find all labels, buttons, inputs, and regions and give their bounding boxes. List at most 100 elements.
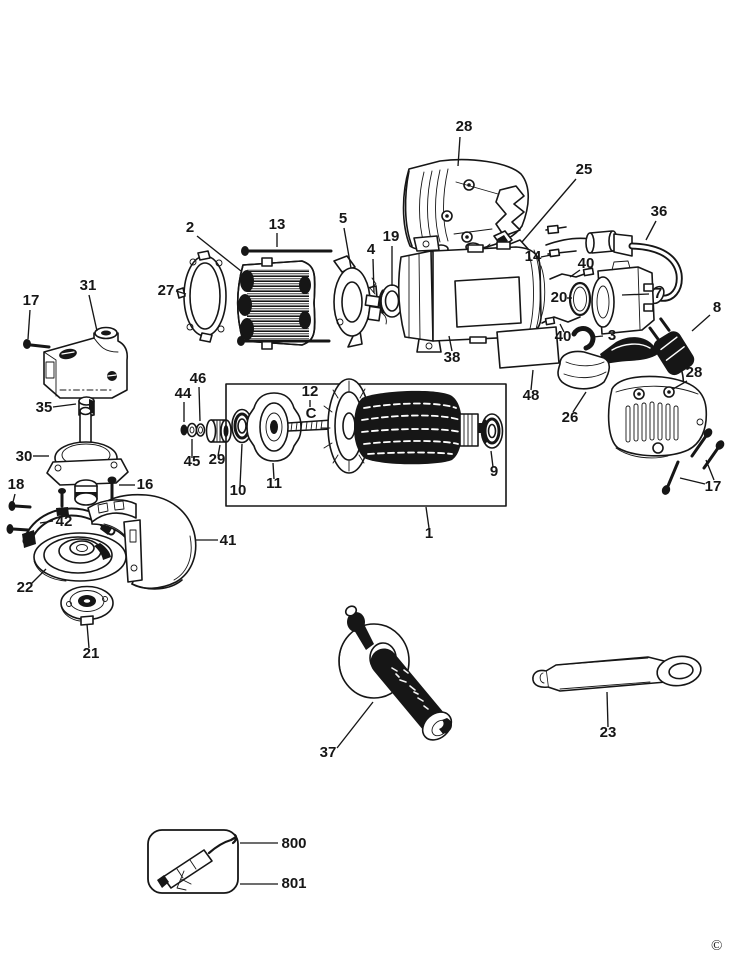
part-callout-26: 26 bbox=[562, 409, 579, 426]
leader-line-27 bbox=[175, 290, 187, 295]
part-callout-10: 10 bbox=[230, 482, 247, 499]
clamp-nut-21 bbox=[60, 585, 114, 626]
part-callout-23: 23 bbox=[600, 724, 617, 741]
part-callout-41: 41 bbox=[220, 532, 237, 549]
part-callout-5: 5 bbox=[339, 210, 347, 227]
leader-line-42 bbox=[39, 520, 54, 524]
part-callout-44: 44 bbox=[175, 385, 192, 402]
part-callout-1: 1 bbox=[425, 525, 433, 542]
leader-line-28 bbox=[672, 380, 688, 390]
part-callout-27: 27 bbox=[158, 282, 175, 299]
wheel-guard-41 bbox=[87, 493, 197, 590]
part-callout-35: 35 bbox=[36, 399, 53, 416]
part-callout-46: 46 bbox=[190, 370, 207, 387]
leader-line-35 bbox=[52, 403, 77, 408]
part-callout-18: 18 bbox=[8, 476, 25, 493]
wire-clip-3 bbox=[571, 326, 596, 351]
field-stator-2 bbox=[237, 257, 316, 350]
cover-screws-17 bbox=[661, 428, 725, 495]
leader-line-40 bbox=[569, 269, 581, 278]
leader-line-1 bbox=[425, 506, 430, 529]
leader-line-28 bbox=[457, 136, 461, 167]
part-callout-800: 800 bbox=[281, 835, 306, 852]
leader-lines bbox=[12, 136, 715, 885]
lead-wire-14 bbox=[547, 248, 577, 258]
backing-flange-22 bbox=[33, 532, 127, 582]
part-callout-14: 14 bbox=[525, 248, 542, 265]
leader-line-17 bbox=[679, 477, 706, 485]
part-callout-36: 36 bbox=[651, 203, 668, 220]
pinion-29 bbox=[205, 419, 232, 443]
part-callout-45: 45 bbox=[184, 453, 201, 470]
bearing-bracket-5 bbox=[333, 255, 378, 348]
power-cord-36 bbox=[545, 224, 683, 312]
gearcase-screw-17 bbox=[23, 339, 51, 349]
part-callout-21: 21 bbox=[83, 645, 100, 662]
leader-line-48 bbox=[530, 369, 534, 391]
leader-line-7 bbox=[621, 293, 650, 296]
through-bolts-13 bbox=[237, 246, 333, 346]
motor-end-cover-28 bbox=[607, 375, 708, 459]
part-callout-40: 40 bbox=[578, 255, 595, 272]
leader-line-11 bbox=[272, 462, 275, 480]
leader-line-37 bbox=[336, 701, 374, 749]
part-callout-2: 2 bbox=[186, 219, 194, 236]
part-callout-29: 29 bbox=[209, 451, 226, 468]
part-callout-C: C bbox=[306, 405, 317, 422]
part-callout-30: 30 bbox=[16, 448, 33, 465]
baffle-ring-27 bbox=[176, 250, 227, 343]
leader-line-10 bbox=[239, 443, 243, 487]
part-callout-42: 42 bbox=[56, 513, 73, 530]
leader-line-17 bbox=[27, 309, 31, 340]
leader-line-22 bbox=[30, 568, 47, 585]
part-callout-16: 16 bbox=[137, 476, 154, 493]
leader-line-4 bbox=[372, 258, 375, 294]
leader-line-14 bbox=[540, 254, 552, 258]
lock-lever-26 bbox=[557, 337, 658, 390]
part-callout-28: 28 bbox=[456, 118, 473, 135]
washers-44-45-46 bbox=[180, 422, 206, 438]
lead-wire-40-bottom bbox=[541, 316, 581, 326]
part-callout-25: 25 bbox=[576, 161, 593, 178]
wrench-23 bbox=[532, 655, 702, 692]
leader-line-46 bbox=[198, 386, 201, 422]
part-callout-37: 37 bbox=[320, 744, 337, 761]
screws-18 bbox=[6, 501, 32, 534]
part-callout-801: 801 bbox=[281, 875, 306, 892]
armature-assembly bbox=[287, 378, 487, 474]
nameplate-48 bbox=[496, 326, 560, 369]
leader-line-26 bbox=[572, 391, 587, 413]
leader-line-29 bbox=[217, 444, 221, 457]
part-callout-7: 7 bbox=[654, 285, 662, 302]
copyright-symbol: © bbox=[711, 938, 722, 954]
leader-line-8 bbox=[691, 314, 711, 332]
leader-line-38 bbox=[448, 335, 453, 352]
fan-baffle-11 bbox=[246, 392, 302, 462]
part-callout-20: 20 bbox=[551, 289, 568, 306]
leader-line-18 bbox=[12, 493, 16, 503]
part-callout-17: 17 bbox=[705, 478, 722, 495]
leader-line-40 bbox=[559, 323, 565, 333]
power-plug-8 bbox=[648, 317, 695, 396]
leader-line-5 bbox=[343, 227, 352, 269]
part-callout-12: 12 bbox=[302, 383, 319, 400]
part-callout-19: 19 bbox=[383, 228, 400, 245]
leader-line-9 bbox=[490, 450, 494, 468]
leader-line-23 bbox=[606, 691, 609, 728]
gear-case-31 bbox=[43, 326, 129, 399]
spindle-gear-assembly-30 bbox=[46, 406, 129, 508]
part-callout-40: 40 bbox=[555, 328, 572, 345]
lead-wire-40-top bbox=[549, 267, 595, 280]
bearing-9 bbox=[480, 413, 504, 449]
motor-housing-38 bbox=[397, 235, 546, 353]
leader-line-36 bbox=[645, 220, 657, 241]
part-callout-22: 22 bbox=[17, 579, 34, 596]
part-callout-48: 48 bbox=[523, 387, 540, 404]
part-callout-31: 31 bbox=[80, 277, 97, 294]
leader-line-21 bbox=[86, 623, 90, 649]
lubricant-kit-box bbox=[147, 829, 239, 894]
leader-line-17 bbox=[705, 459, 715, 481]
part-callout-13: 13 bbox=[269, 216, 286, 233]
part-callout-9: 9 bbox=[490, 463, 498, 480]
